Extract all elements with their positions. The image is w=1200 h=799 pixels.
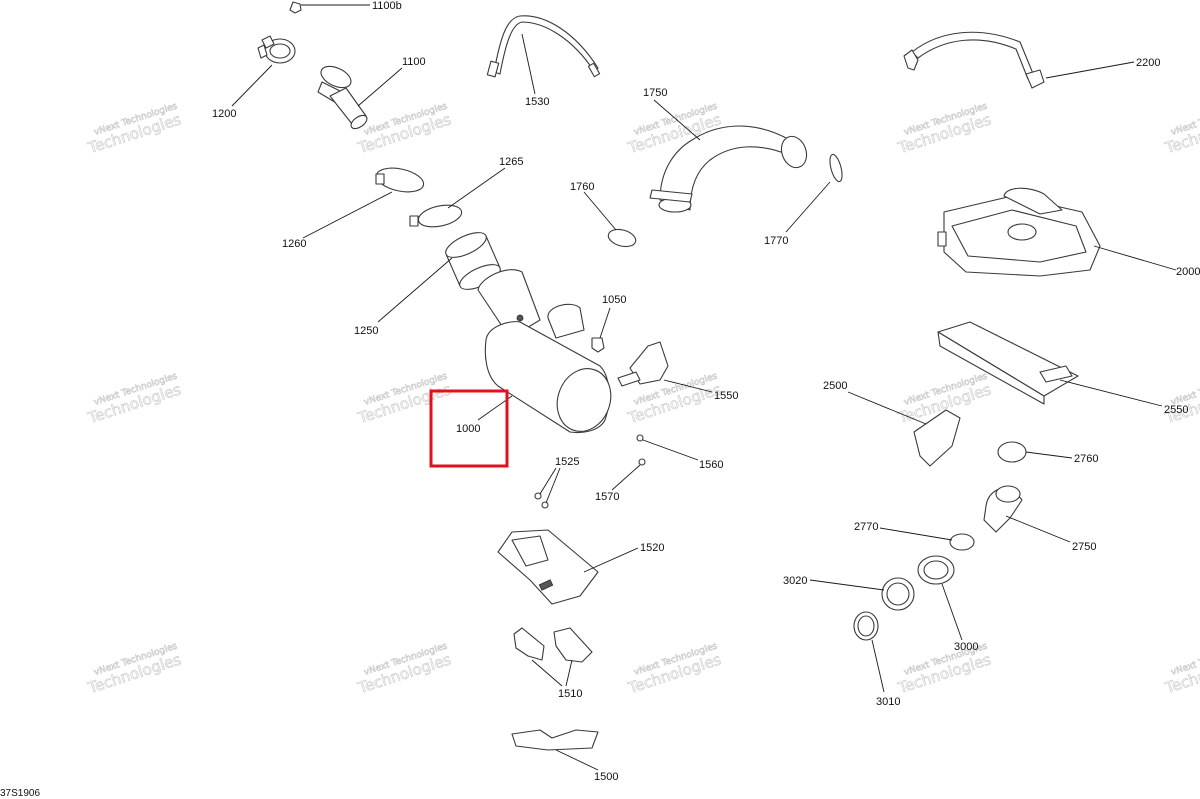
watermark: vNext Technologies Technologies <box>1162 371 1200 428</box>
callout-2200[interactable]: 2200 <box>1136 57 1160 69</box>
part-1525-bolts[interactable] <box>534 467 561 509</box>
svg-text:Technologies: Technologies <box>1162 110 1200 157</box>
callout-1100[interactable]: 1100 <box>402 56 426 68</box>
part-3010-ring[interactable] <box>853 611 885 693</box>
callout-2550[interactable]: 2550 <box>1164 404 1188 416</box>
watermark: vNext Technologies Technologies <box>355 371 454 428</box>
callout-2000[interactable]: 2000 <box>1176 266 1200 278</box>
part-1100-adapter[interactable] <box>317 62 403 131</box>
part-2500-bracket[interactable] <box>847 391 961 467</box>
part-2550-tray[interactable] <box>937 321 1163 407</box>
watermark: vNext Technologies Technologies <box>625 641 724 698</box>
svg-text:Technologies: Technologies <box>1162 650 1200 697</box>
callout-1100b[interactable]: 1100b <box>372 0 402 12</box>
part-1265-clamp[interactable] <box>409 167 506 230</box>
watermark: vNext Technologies Technologies <box>1162 641 1200 698</box>
watermark: vNext Technologies Technologies <box>355 101 454 158</box>
part-2770-clamp[interactable] <box>879 527 975 551</box>
watermark: vNext Technologies Technologies <box>85 641 184 698</box>
callout-1750[interactable]: 1750 <box>643 87 667 99</box>
callout-1560[interactable]: 1560 <box>699 459 723 471</box>
part-1530-strap[interactable] <box>486 15 601 95</box>
callout-1265[interactable]: 1265 <box>499 156 523 168</box>
watermark: vNext Technologies Technologies <box>895 101 994 158</box>
watermark: vNext Technologies Technologies <box>85 101 184 158</box>
part-1560-nut[interactable] <box>636 434 699 461</box>
highlight-box-1000 <box>429 389 509 468</box>
callout-1260[interactable]: 1260 <box>282 238 306 250</box>
part-3020-ring[interactable] <box>809 577 915 611</box>
part-1570-nut[interactable] <box>611 458 646 491</box>
callout-2770[interactable]: 2770 <box>854 521 878 533</box>
watermark: vNext Technologies Technologies <box>355 641 454 698</box>
diagram-code: 37S1906 <box>0 788 40 799</box>
callout-2750[interactable]: 2750 <box>1072 541 1096 553</box>
watermark: vNext Technologies Technologies <box>895 641 994 698</box>
part-1000-muffler[interactable] <box>477 269 619 439</box>
part-1510-brackets[interactable] <box>513 627 593 687</box>
callout-3010[interactable]: 3010 <box>876 696 900 708</box>
part-1100b-bolt[interactable] <box>289 1 370 14</box>
part-2760-clamp[interactable] <box>997 441 1073 463</box>
part-2750-elbow[interactable] <box>983 485 1071 543</box>
callout-1550[interactable]: 1550 <box>714 390 738 402</box>
callout-1525[interactable]: 1525 <box>555 456 579 468</box>
watermark: vNext Technologies Technologies <box>1162 101 1200 158</box>
callout-1570[interactable]: 1570 <box>595 491 619 503</box>
callout-labels: 1100b 1100 1200 1530 2200 1750 1265 1760… <box>212 0 1200 783</box>
callout-2500[interactable]: 2500 <box>823 380 847 392</box>
part-1500-plate[interactable] <box>511 729 599 771</box>
callout-1510[interactable]: 1510 <box>558 688 582 700</box>
callout-1200[interactable]: 1200 <box>212 108 236 120</box>
part-1250-sleeve[interactable] <box>377 228 504 323</box>
callout-1520[interactable]: 1520 <box>640 542 664 554</box>
part-1200-clamp[interactable] <box>231 35 296 107</box>
part-1770-clamp[interactable] <box>785 153 844 233</box>
part-1050-bolt[interactable] <box>591 307 611 353</box>
part-1760-clamp[interactable] <box>583 191 638 249</box>
callout-1770[interactable]: 1770 <box>764 235 788 247</box>
callout-3020[interactable]: 3020 <box>783 575 807 587</box>
callout-1000[interactable]: 1000 <box>456 423 480 435</box>
callout-2760[interactable]: 2760 <box>1074 453 1098 465</box>
part-3000-coupler[interactable] <box>917 555 963 641</box>
part-1520-heat-shield[interactable] <box>497 529 639 605</box>
callout-3000[interactable]: 3000 <box>954 641 978 653</box>
part-2200-bracket[interactable] <box>903 31 1135 89</box>
callout-1050[interactable]: 1050 <box>602 294 626 306</box>
part-1260-clamp[interactable] <box>302 164 426 239</box>
callout-1530[interactable]: 1530 <box>525 96 549 108</box>
callout-1250[interactable]: 1250 <box>354 325 378 337</box>
callout-1760[interactable]: 1760 <box>570 181 594 193</box>
part-1750-elbow-tube[interactable] <box>649 99 811 213</box>
watermark: vNext Technologies Technologies <box>85 371 184 428</box>
part-2000-airbox[interactable] <box>937 187 1177 277</box>
callout-1500[interactable]: 1500 <box>594 771 618 783</box>
part-1550-bracket[interactable] <box>617 341 713 393</box>
